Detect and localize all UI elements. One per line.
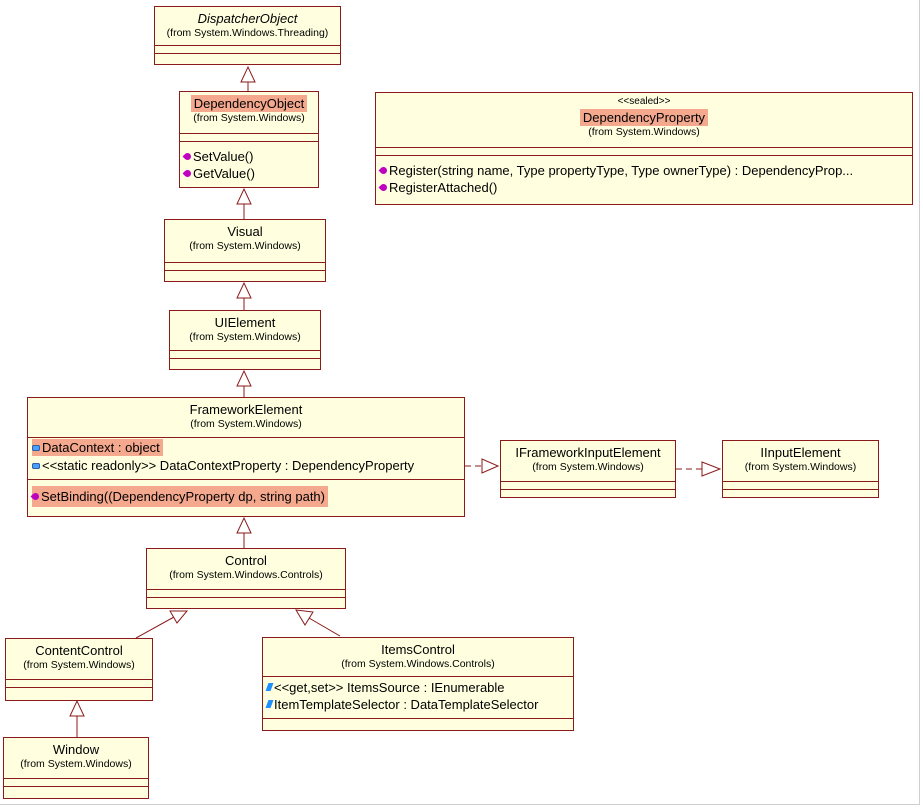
public-attribute-icon [265, 683, 274, 691]
class-package: (from System.Windows) [23, 659, 135, 671]
class-name: Visual [227, 224, 263, 239]
class-package: (from System.Windows.Controls) [169, 569, 323, 581]
class-dispatcher-object[interactable]: DispatcherObject (from System.Windows.Th… [154, 6, 341, 65]
class-control[interactable]: Control (from System.Windows.Controls) [146, 548, 346, 609]
attributes-compartment [170, 351, 320, 359]
interface-iinput-element[interactable]: IInputElement (from System.Windows) [722, 440, 879, 498]
operation: Register(string name, Type propertyType,… [376, 162, 912, 179]
public-attribute-icon [265, 700, 274, 708]
attribute: <<static readonly>> DataContextProperty … [28, 457, 464, 474]
class-name: Control [225, 553, 267, 568]
operation-icon [378, 182, 389, 193]
class-name: ContentControl [35, 643, 123, 658]
class-header: Window (from System.Windows) [4, 738, 148, 779]
class-package: (from System.Windows.Controls) [341, 658, 495, 670]
class-package: (from System.Windows) [20, 758, 132, 770]
class-name: IFrameworkInputElement [515, 445, 661, 460]
class-window[interactable]: Window (from System.Windows) [3, 737, 149, 799]
class-package: (from System.Windows) [193, 112, 305, 124]
class-header: Visual (from System.Windows) [165, 220, 325, 263]
class-package: (from System.Windows) [532, 461, 644, 473]
operation: GetValue() [180, 165, 318, 182]
inheritance-arrowhead [236, 516, 252, 534]
inheritance-arrowhead [236, 281, 252, 299]
inheritance-arrowhead [169, 610, 189, 624]
class-name: Window [52, 742, 100, 757]
operations-compartment: Register(string name, Type propertyType,… [376, 156, 912, 196]
attributes-compartment: <<get,set>> ItemsSource : IEnumerable It… [263, 677, 573, 719]
inheritance-arrowhead [236, 187, 252, 205]
class-name: FrameworkElement [189, 402, 303, 417]
attributes-compartment [376, 148, 912, 156]
class-header: <<sealed>> DependencyProperty (from Syst… [376, 93, 912, 148]
class-header: ContentControl (from System.Windows) [6, 639, 152, 680]
class-dependency-object[interactable]: DependencyObject (from System.Windows) S… [179, 91, 319, 188]
inheritance-arrowhead [240, 65, 256, 83]
class-header: IFrameworkInputElement (from System.Wind… [501, 441, 675, 482]
class-dependency-property[interactable]: <<sealed>> DependencyProperty (from Syst… [375, 92, 913, 205]
class-ui-element[interactable]: UIElement (from System.Windows) [169, 310, 321, 370]
class-name: ItemsControl [381, 642, 455, 657]
operation-icon [182, 151, 193, 162]
class-name: DependencyProperty [579, 109, 709, 126]
realization-arrowhead [481, 458, 500, 474]
class-header: Control (from System.Windows.Controls) [147, 549, 345, 590]
class-framework-element[interactable]: FrameworkElement (from System.Windows) D… [27, 397, 465, 517]
inheritance-arrowhead [236, 369, 252, 387]
class-package: (from System.Windows) [189, 331, 301, 343]
operations-compartment: SetBinding((DependencyProperty dp, strin… [28, 480, 464, 507]
operation-icon [182, 168, 193, 179]
class-name: UIElement [214, 315, 276, 330]
class-name: DispatcherObject [197, 11, 298, 26]
attributes-compartment [180, 134, 318, 142]
class-package: (from System.Windows) [189, 240, 301, 252]
operation-icon [30, 491, 41, 502]
class-package: (from System.Windows) [744, 461, 857, 473]
interface-iframework-input-element[interactable]: IFrameworkInputElement (from System.Wind… [500, 440, 676, 498]
attributes-compartment [501, 482, 675, 490]
attribute: DataContext : object [32, 439, 163, 456]
realization-arrowhead [701, 461, 722, 477]
attribute: <<get,set>> ItemsSource : IEnumerable [263, 679, 573, 696]
class-header: DispatcherObject (from System.Windows.Th… [155, 7, 340, 46]
operation-icon [378, 165, 389, 176]
class-name: IInputElement [760, 445, 841, 460]
inheritance-arrowhead [295, 609, 314, 626]
attributes-compartment [723, 482, 878, 490]
class-package: (from System.Windows) [588, 126, 700, 138]
operation: SetBinding((DependencyProperty dp, strin… [30, 486, 328, 507]
operation: RegisterAttached() [376, 179, 912, 196]
inheritance-line [308, 617, 341, 637]
operations-compartment: SetValue() GetValue() [180, 142, 318, 182]
class-content-control[interactable]: ContentControl (from System.Windows) [5, 638, 153, 701]
attributes-compartment [165, 263, 325, 271]
class-visual[interactable]: Visual (from System.Windows) [164, 219, 326, 282]
class-header: IInputElement (from System.Windows) [723, 441, 878, 482]
attribute: ItemTemplateSelector : DataTemplateSelec… [263, 696, 573, 713]
attributes-compartment [155, 46, 340, 54]
attributes-compartment [6, 680, 152, 688]
operation: SetValue() [180, 148, 318, 165]
class-header: ItemsControl (from System.Windows.Contro… [263, 638, 573, 677]
protected-attribute-icon [32, 463, 40, 469]
attributes-compartment [4, 779, 148, 787]
attributes-compartment: DataContext : object <<static readonly>>… [28, 438, 464, 480]
class-package: (from System.Windows) [190, 418, 302, 430]
class-header: FrameworkElement (from System.Windows) [28, 398, 464, 438]
class-stereotype: <<sealed>> [617, 96, 671, 107]
inheritance-line [135, 616, 175, 639]
protected-attribute-icon [32, 445, 40, 451]
class-package: (from System.Windows.Threading) [166, 27, 329, 39]
class-name: DependencyObject [190, 95, 308, 112]
class-header: UIElement (from System.Windows) [170, 311, 320, 351]
class-header: DependencyObject (from System.Windows) [180, 92, 318, 134]
inheritance-arrowhead [69, 699, 85, 717]
attributes-compartment [147, 590, 345, 598]
class-items-control[interactable]: ItemsControl (from System.Windows.Contro… [262, 637, 574, 731]
